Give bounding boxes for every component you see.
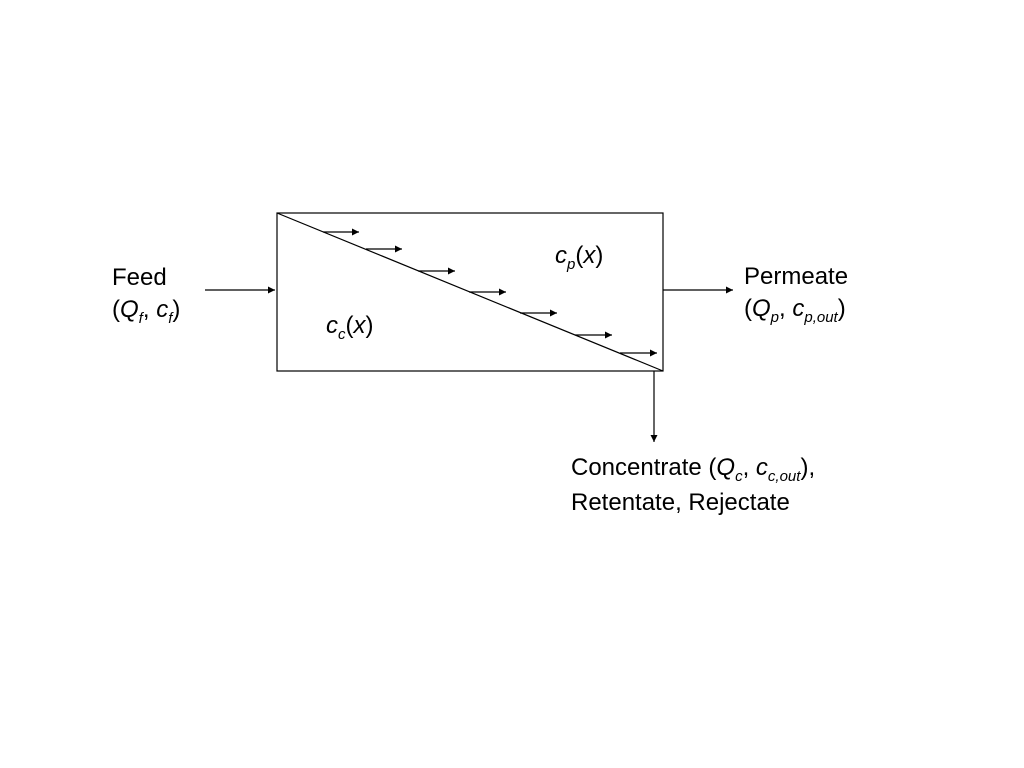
feed-variables: (Qf, cf) <box>112 296 181 327</box>
feed-title: Feed <box>112 264 167 291</box>
membrane-module-box <box>276 212 664 372</box>
permeate-title: Permeate <box>744 263 849 290</box>
permeate-concentration-label: cp(x) <box>555 242 604 273</box>
feed-label: Feed (Qf, cf) <box>112 262 180 329</box>
permeation-flux-arrows <box>323 228 657 357</box>
permeate-variables: (Qp, cp,out) <box>744 295 846 326</box>
permeate-label: Permeate (Qp, cp,out) <box>744 261 848 328</box>
concentrate-variables: Concentrate (Qc, cc,out), <box>571 454 816 485</box>
concentrate-label: Concentrate (Qc, cc,out), Retentate, Rej… <box>571 452 815 519</box>
concentrate-concentration-label: cc(x) <box>326 312 374 343</box>
concentrate-synonyms: Retentate, Rejectate <box>571 489 790 516</box>
